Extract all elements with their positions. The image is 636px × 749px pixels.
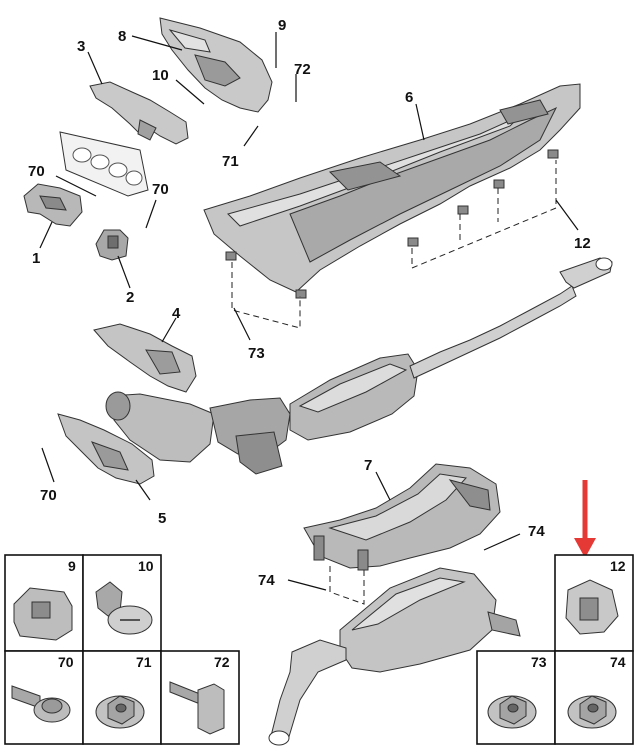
callout-74-left: 74 — [258, 572, 275, 589]
leader-lines — [39, 32, 579, 591]
callout-70-middle: 70 — [152, 181, 169, 198]
callout-1: 1 — [32, 250, 40, 267]
detail-box-73: 73 — [476, 650, 556, 745]
flange-nut-icon — [487, 695, 537, 729]
part-5-lower-shield — [57, 413, 155, 485]
svg-text:70: 70 — [58, 654, 74, 670]
callout-7: 7 — [364, 457, 372, 474]
callout-73: 73 — [248, 345, 265, 362]
callout-70-lower: 70 — [40, 487, 57, 504]
callout-5: 5 — [158, 510, 166, 527]
spring-clip-icon — [565, 579, 619, 635]
svg-text:9: 9 — [68, 558, 76, 574]
bracket-clip-icon — [13, 587, 73, 641]
callout-6: 6 — [405, 89, 413, 106]
callout-70-upper: 70 — [28, 163, 45, 180]
detail-box-12: 12 — [554, 554, 634, 652]
svg-text:72: 72 — [214, 654, 230, 670]
push-rivet-icon — [95, 581, 153, 635]
callout-10: 10 — [152, 67, 169, 84]
stud-clip-icon — [169, 681, 225, 735]
exhaust-gasket — [59, 131, 149, 197]
detail-box-9: 9 — [4, 554, 84, 652]
catalytic-converter-assembly — [105, 391, 291, 475]
svg-text:10: 10 — [138, 558, 154, 574]
rear-silencer — [268, 567, 521, 746]
part-8-heat-shield — [159, 17, 273, 113]
callout-2: 2 — [126, 289, 134, 306]
detail-box-72: 72 — [160, 650, 240, 745]
callout-74-right: 74 — [528, 523, 545, 540]
callout-3: 3 — [77, 38, 85, 55]
part-4-catalyst-shield — [93, 323, 197, 393]
flange-nut-icon — [95, 695, 145, 729]
callout-9: 9 — [278, 17, 286, 34]
svg-text:71: 71 — [136, 654, 152, 670]
detail-box-70: 70 — [4, 650, 84, 745]
flange-nut-icon — [567, 695, 617, 729]
part-6-underfloor-heat-shield — [203, 83, 581, 299]
red-arrow-icon — [574, 480, 596, 558]
part-3-shield — [89, 81, 189, 145]
callout-71: 71 — [222, 153, 239, 170]
part-7-rear-heat-shield — [303, 463, 501, 571]
callout-4: 4 — [172, 305, 181, 322]
part-2-bracket — [95, 229, 129, 261]
flange-bolt-icon — [11, 685, 71, 723]
part-1-bracket — [23, 183, 83, 227]
svg-text:74: 74 — [610, 654, 626, 670]
detail-box-74: 74 — [554, 650, 634, 745]
callout-72: 72 — [294, 61, 311, 78]
callout-labels: 8 9 10 72 71 3 6 12 70 70 1 2 4 73 70 5 … — [28, 17, 591, 589]
svg-text:73: 73 — [531, 654, 547, 670]
detail-box-10: 10 — [82, 554, 162, 652]
callout-12: 12 — [574, 235, 591, 252]
exhaust-pipe-dpf — [289, 257, 613, 441]
detail-box-71: 71 — [82, 650, 162, 745]
svg-text:12: 12 — [610, 558, 626, 574]
callout-8: 8 — [118, 28, 126, 45]
